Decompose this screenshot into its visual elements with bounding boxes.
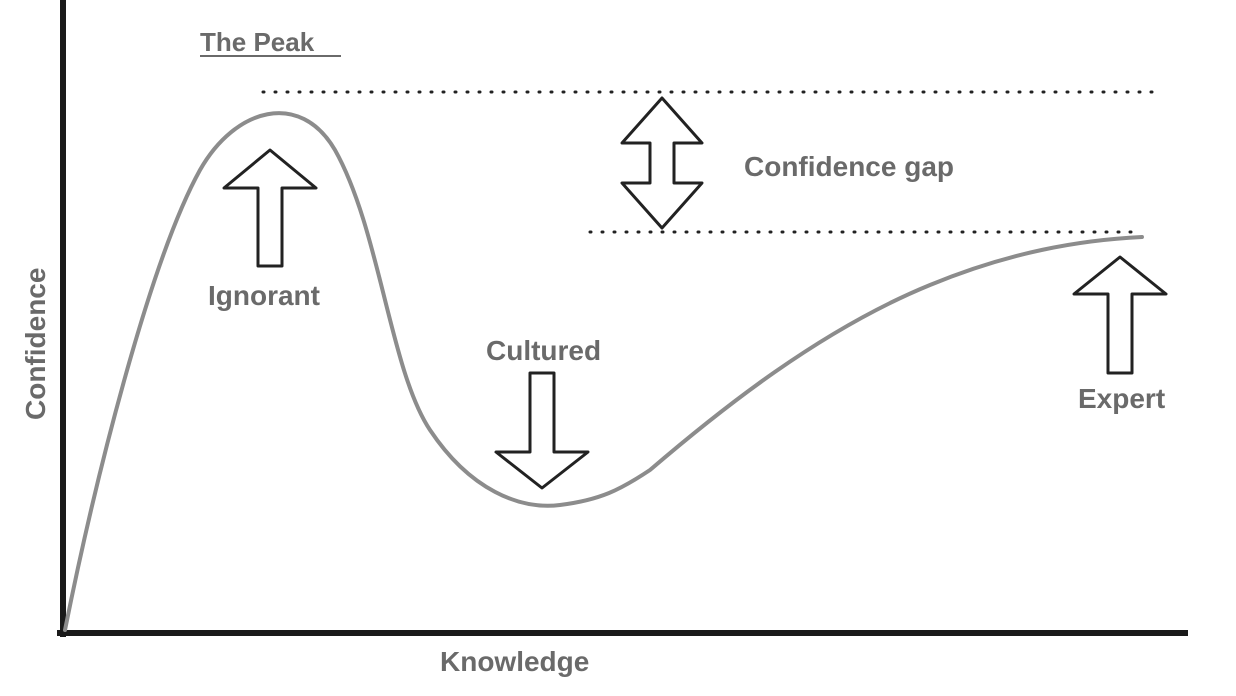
expert-label: Expert (1078, 383, 1165, 414)
up-arrow-icon (222, 148, 318, 268)
up-arrow-icon (1072, 255, 1168, 375)
confidence-gap-label: Confidence gap (744, 151, 954, 182)
ignorant-label: Ignorant (208, 280, 320, 311)
y-axis-label: Confidence (20, 268, 51, 420)
down-arrow-icon (494, 371, 590, 490)
double-arrow-icon (620, 96, 704, 230)
diagram-title: The Peak (200, 27, 315, 57)
axes (57, 0, 1188, 637)
confidence-curve (63, 111, 1144, 632)
cultured-label: Cultured (486, 335, 601, 366)
x-axis-label: Knowledge (440, 646, 589, 677)
